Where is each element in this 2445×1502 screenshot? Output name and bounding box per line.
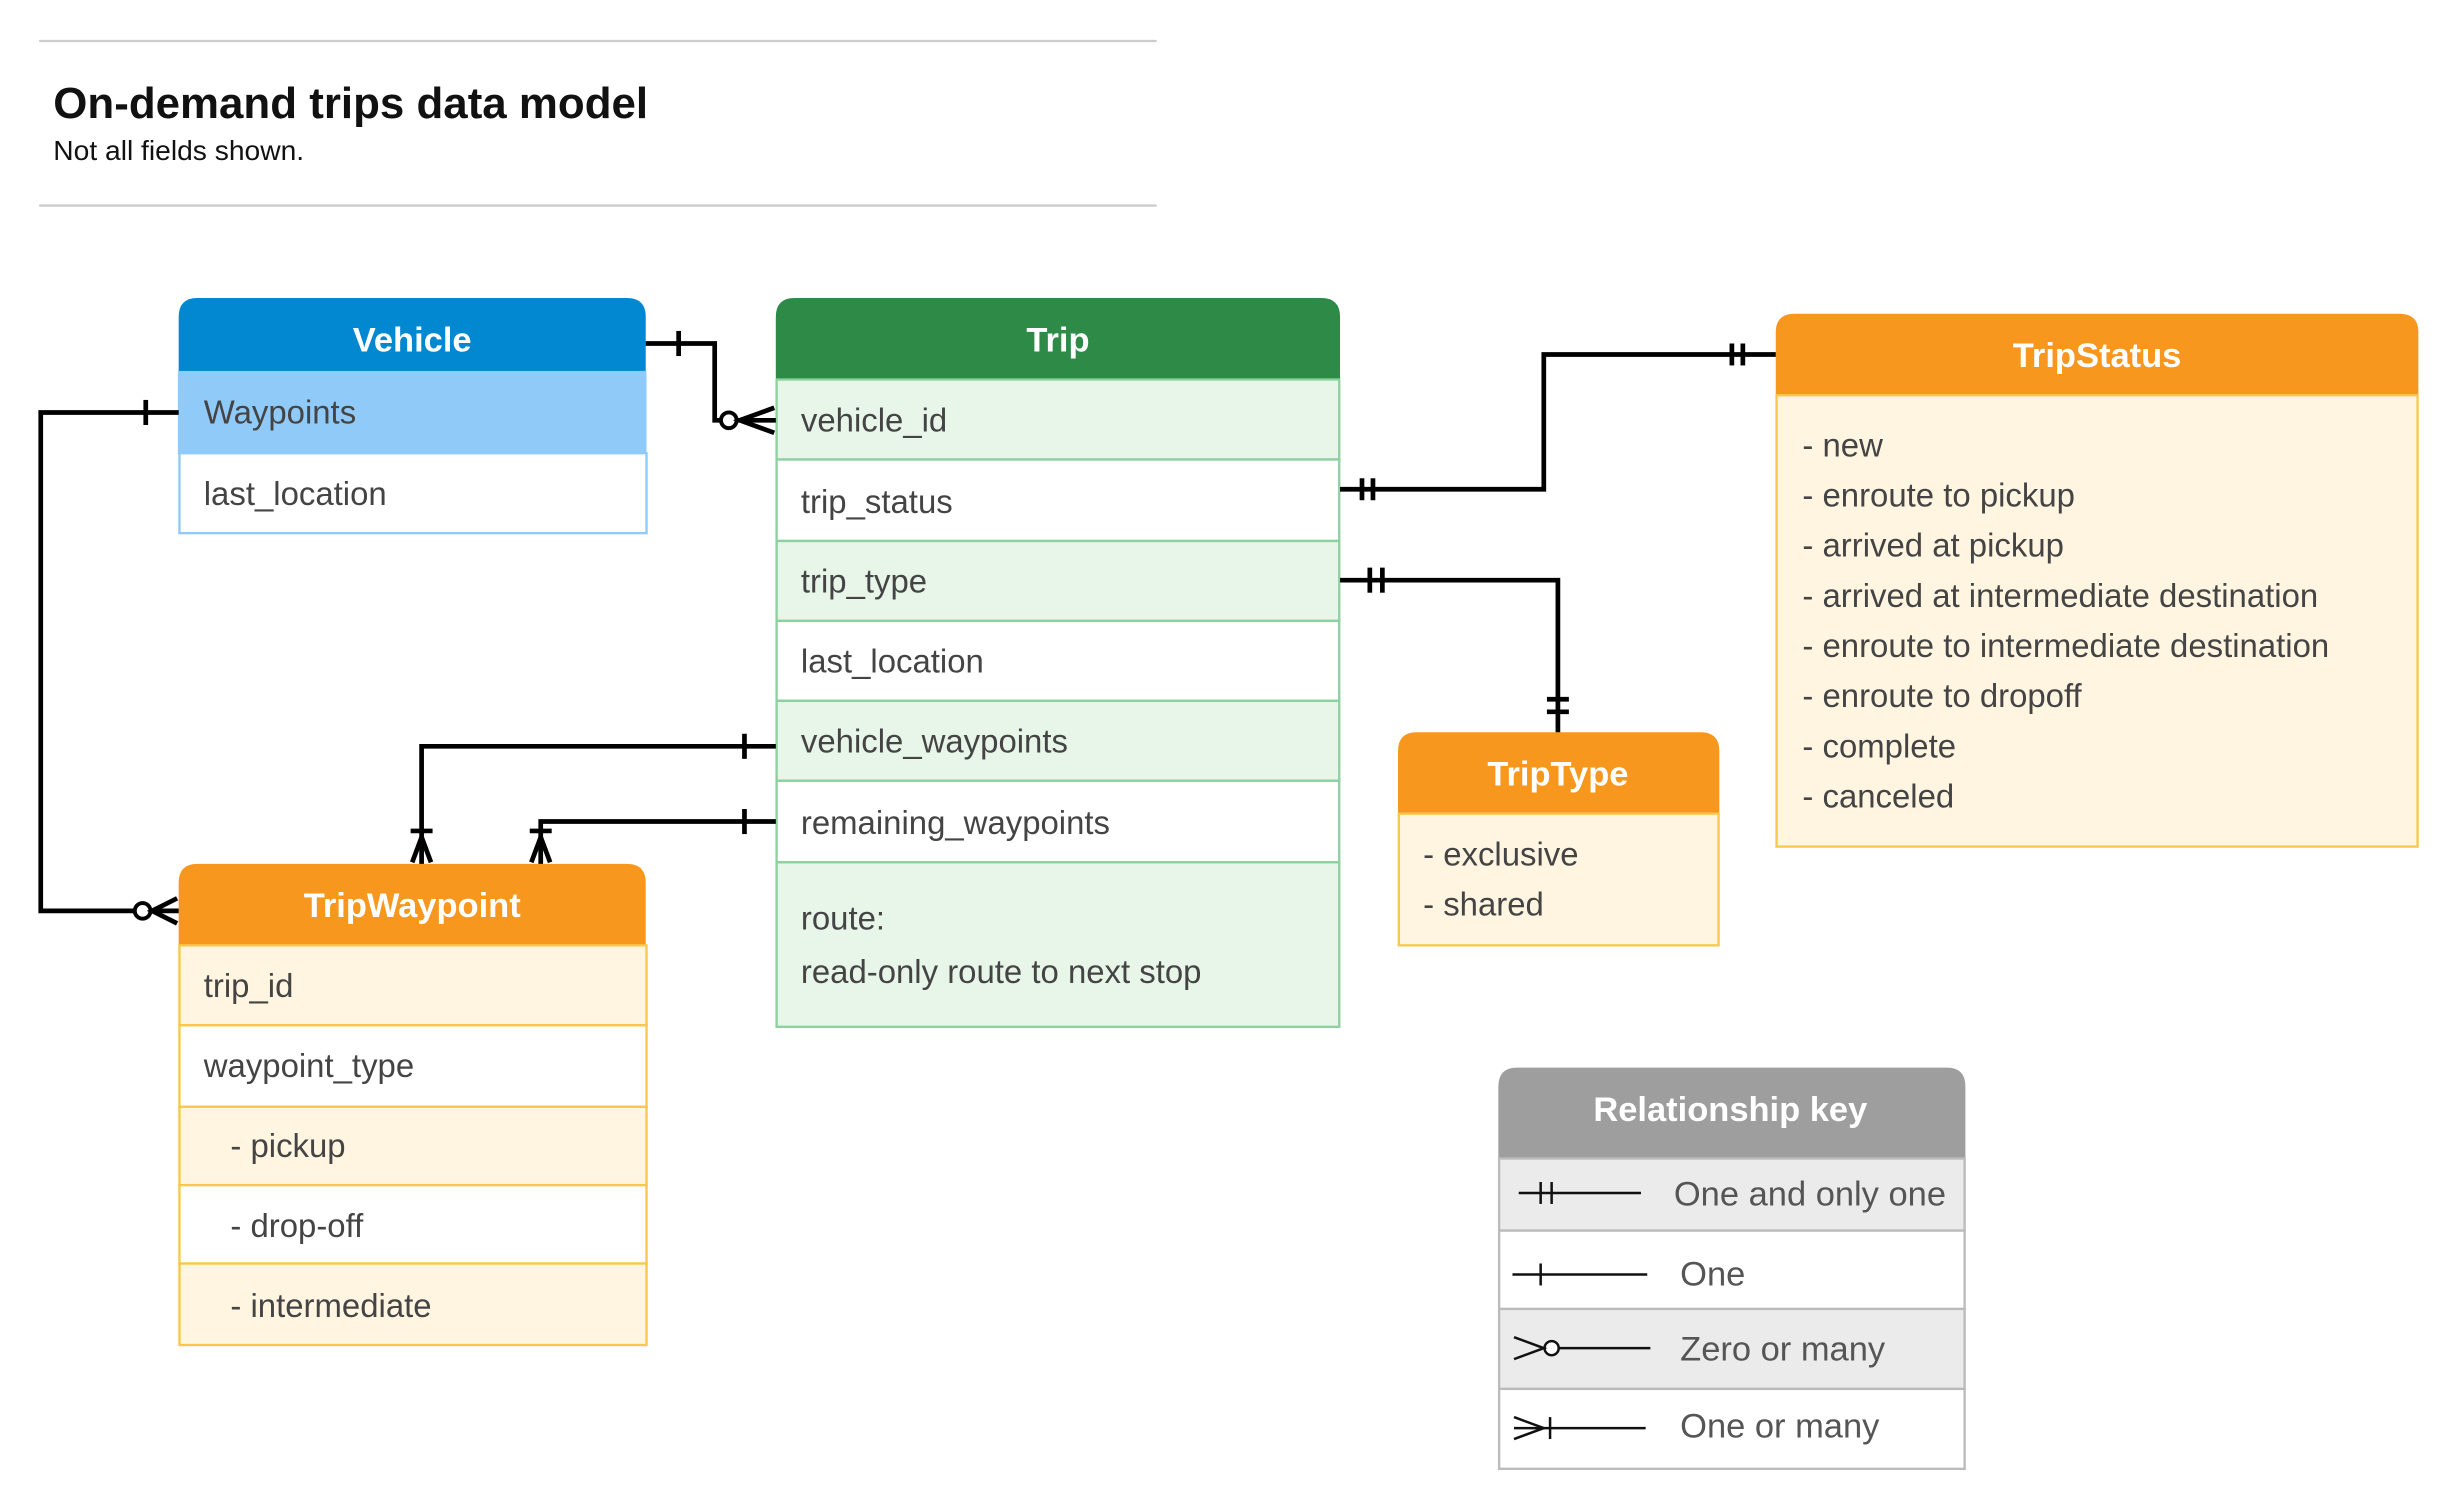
trip-title: Trip <box>1026 321 1089 359</box>
trip-status-item: - enroute to dropoff <box>1802 677 2082 714</box>
vehicle-header <box>178 298 646 372</box>
connector-vehicle-tripwaypoint <box>38 399 179 926</box>
trip-route-label: route: <box>801 900 885 937</box>
vehicle-row <box>177 370 647 454</box>
trip-row <box>775 699 1341 782</box>
trip-waypoint-row <box>178 944 648 1027</box>
trip-row <box>775 378 1341 461</box>
trip-waypoint-title: TripWaypoint <box>304 887 522 925</box>
key-title: Relationship key <box>1593 1091 1867 1129</box>
trip-field: remaining_waypoints <box>801 804 1110 841</box>
trip-waypoint-row <box>178 1183 648 1265</box>
key-label: One <box>1680 1255 1745 1293</box>
trip-type-header <box>1398 732 1720 814</box>
connector-vehiclewaypoints-tripwaypoint <box>410 733 776 864</box>
trip-waypoint-field: waypoint_type <box>203 1047 414 1084</box>
trip-waypoint-row <box>178 1024 648 1108</box>
vehicle-title: Vehicle <box>353 321 472 359</box>
trip-type-item: - exclusive <box>1423 835 1578 872</box>
trip-route-desc: read-only route to next stop <box>801 953 1202 990</box>
trip-header <box>775 298 1341 380</box>
trip-status-title: TripStatus <box>2013 337 2182 375</box>
key-header <box>1498 1067 1966 1159</box>
trip-waypoint-row <box>178 1262 648 1347</box>
trip-status-entity: TripStatus - new - enroute to pickup - a… <box>1775 313 2419 848</box>
relationship-key: Relationship key One and only one One Ze… <box>1497 1067 1966 1471</box>
trip-status-item: - complete <box>1802 727 1956 764</box>
trip-status-header <box>1775 313 2419 396</box>
trip-field: last_location <box>801 643 984 680</box>
key-row <box>1497 1157 1966 1232</box>
trip-waypoint-row <box>178 1105 648 1187</box>
trip-status-item: - new <box>1802 426 1883 463</box>
trip-field: vehicle_waypoints <box>801 723 1068 760</box>
trip-entity: Trip vehicle_id trip_status trip_type la… <box>775 298 1341 1029</box>
connector-trip-triptype <box>1340 567 1569 733</box>
connector-remainingwaypoints-tripwaypoint <box>529 808 776 864</box>
trip-waypoint-field: - pickup <box>230 1127 345 1164</box>
trip-field: trip_status <box>801 483 953 520</box>
trip-waypoint-field: - intermediate <box>230 1287 431 1324</box>
trip-type-title: TripType <box>1487 755 1628 793</box>
trip-waypoint-header <box>178 863 646 946</box>
one-icon <box>1512 1263 1648 1286</box>
trip-type-item: - shared <box>1423 886 1544 923</box>
trip-status-body <box>1775 394 2419 848</box>
trip-field: trip_type <box>801 563 927 600</box>
trip-status-item: - canceled <box>1802 777 1954 814</box>
trip-type-entity: TripType - exclusive - shared <box>1397 732 1720 947</box>
trip-waypoint-field: trip_id <box>204 967 294 1004</box>
connector-vehicle-trip <box>645 330 776 436</box>
one-and-only-one-icon <box>1518 1182 1641 1204</box>
vehicle-row <box>178 452 648 535</box>
trip-row <box>775 458 1341 543</box>
vehicle-field: last_location <box>204 475 387 512</box>
trip-status-item: - arrived at intermediate destination <box>1802 577 2318 614</box>
trip-row <box>775 539 1341 623</box>
trip-row <box>775 779 1341 864</box>
trip-status-item: - enroute to intermediate destination <box>1802 627 2329 664</box>
key-label: Zero or many <box>1680 1331 1886 1369</box>
trip-status-item: - enroute to pickup <box>1802 477 2075 514</box>
page-subtitle: Not all fields shown. <box>53 134 304 166</box>
trip-field: vehicle_id <box>801 401 947 438</box>
key-label: One or many <box>1680 1407 1880 1445</box>
trip-row <box>775 619 1341 703</box>
connector-trip-tripstatus <box>1340 343 1776 501</box>
vehicle-field: Waypoints <box>204 393 356 430</box>
key-row <box>1497 1229 1966 1311</box>
vehicle-entity: Vehicle Waypoints last_location <box>177 298 648 535</box>
trip-waypoint-entity: TripWaypoint trip_id waypoint_type - pic… <box>178 863 648 1347</box>
trip-row-route <box>775 861 1341 1029</box>
key-row <box>1497 1307 1966 1391</box>
trip-waypoint-field: - drop-off <box>230 1207 364 1244</box>
trip-status-item: - arrived at pickup <box>1802 527 2064 564</box>
zero-or-many-icon <box>1513 1335 1651 1361</box>
trip-type-body <box>1397 812 1720 947</box>
one-or-many-icon <box>1513 1415 1646 1441</box>
key-label: One and only one <box>1674 1176 1946 1214</box>
page-title: On-demand trips data model <box>53 79 648 128</box>
